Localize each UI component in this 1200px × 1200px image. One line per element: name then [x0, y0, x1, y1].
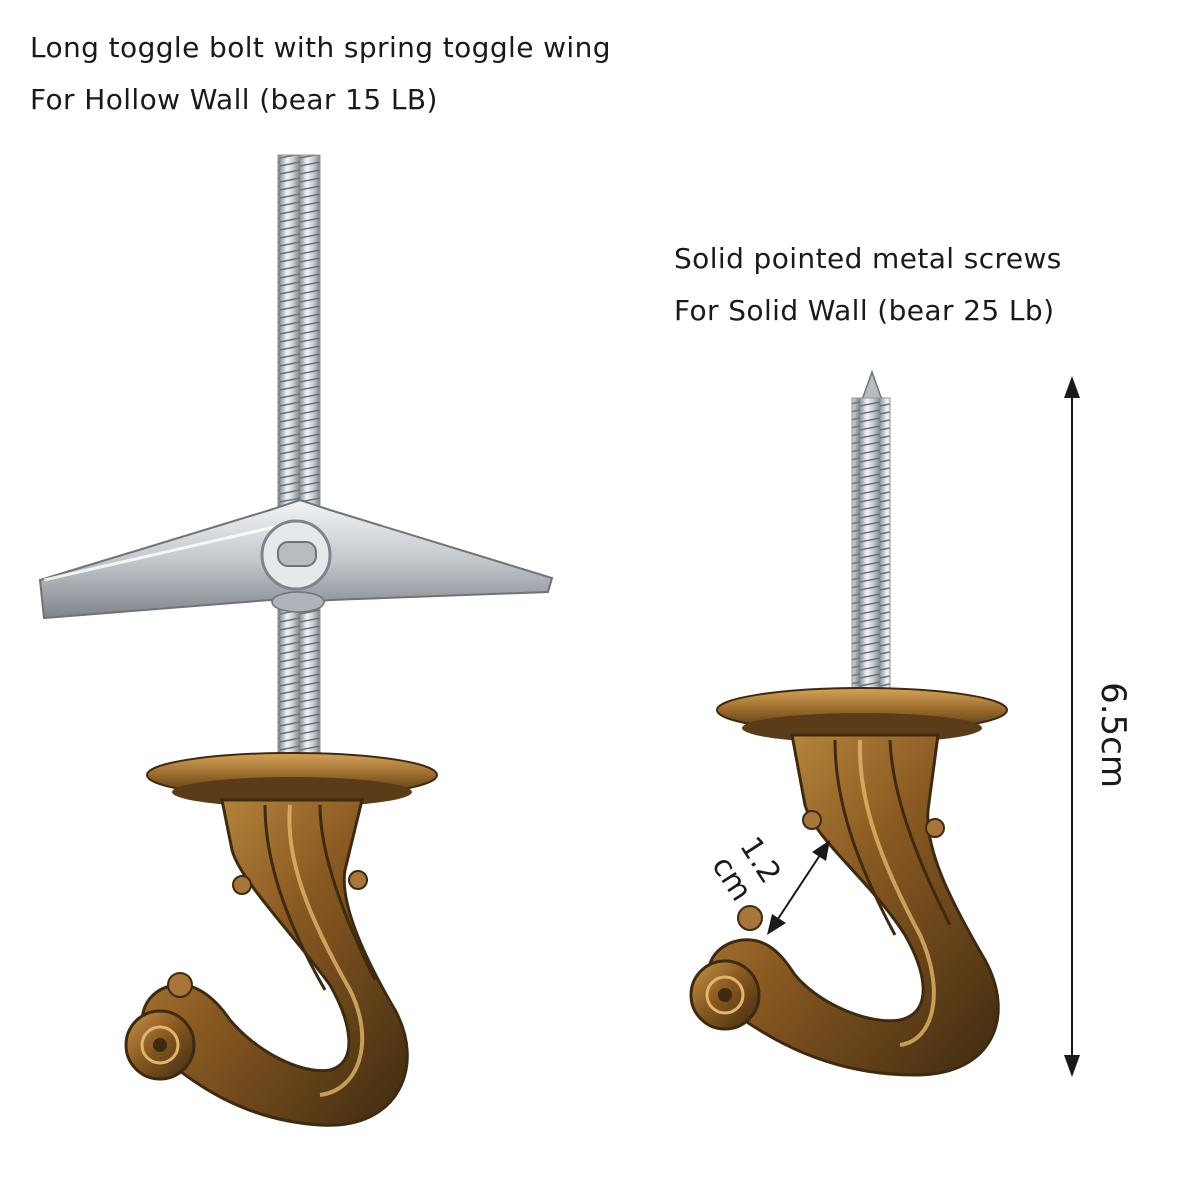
left-caption-line-2: For Hollow Wall (bear 15 LB) [30, 83, 438, 116]
arrow-up-icon [1064, 376, 1080, 398]
screw-thread [851, 397, 891, 689]
right-caption-line-2: For Solid Wall (bear 25 Lb) [674, 294, 1055, 327]
right-hook-body [689, 687, 1008, 1077]
toggle-bolt-thread [277, 154, 321, 756]
left-caption: Long toggle bolt with spring toggle wing… [30, 22, 611, 126]
screw-tip [860, 369, 884, 401]
right-caption: Solid pointed metal screws For Solid Wal… [674, 233, 1062, 337]
left-hook-body [124, 752, 438, 1127]
height-dimension: 6.5cm [1064, 376, 1133, 1077]
arrow-down-icon [1064, 1055, 1080, 1077]
arrow-gap-start-icon [767, 914, 786, 935]
toggle-bolt-hook [38, 154, 554, 1127]
left-caption-line-1: Long toggle bolt with spring toggle wing [30, 31, 611, 64]
arrow-gap-end-icon [812, 840, 830, 861]
screw-hook [689, 369, 1008, 1077]
height-label: 6.5cm [1093, 682, 1133, 788]
right-caption-line-1: Solid pointed metal screws [674, 242, 1062, 275]
spring-toggle-wing [38, 498, 554, 620]
gap-dimension: 1.2 cm [704, 831, 830, 935]
